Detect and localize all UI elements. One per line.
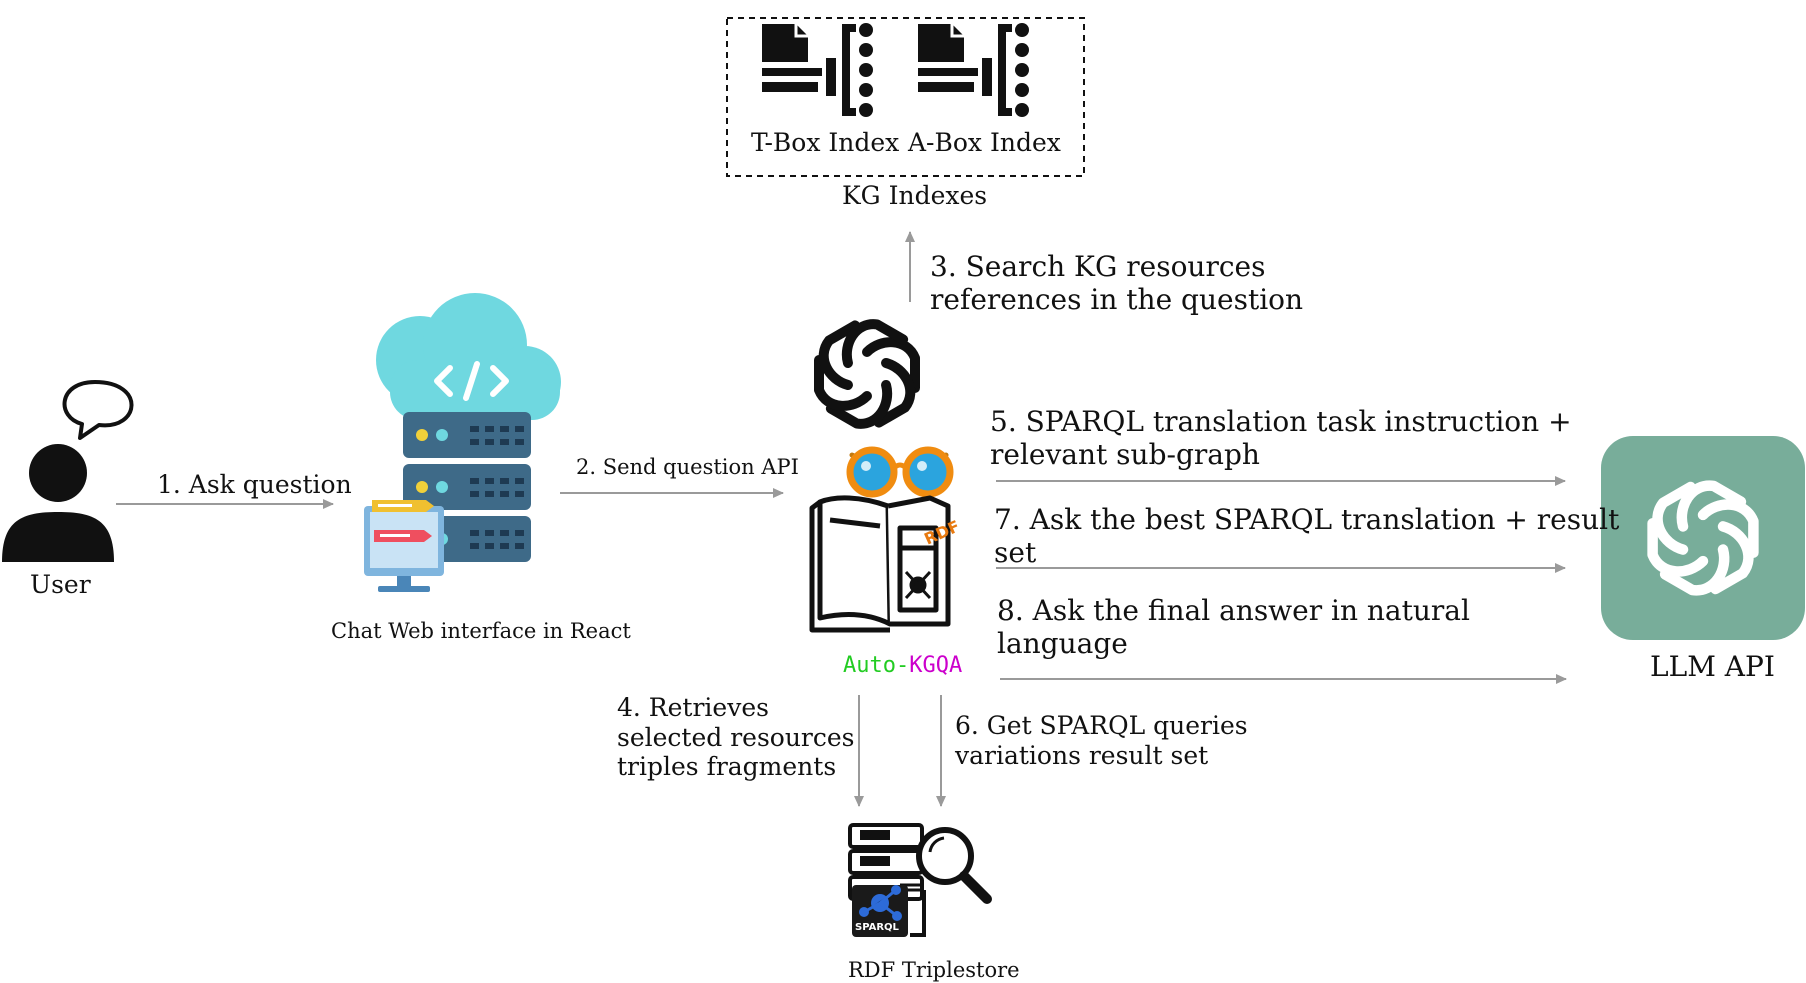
openai-knot-icon xyxy=(815,317,918,432)
edge-7-label: 7. Ask the best SPARQL translation + res… xyxy=(994,503,1619,569)
edge-8-label: 8. Ask the final answer in natural langu… xyxy=(997,594,1470,660)
edge-6-label: 6. Get SPARQL queries variations result … xyxy=(955,711,1248,770)
edge-8-line2: language xyxy=(997,627,1128,661)
edge-4-line3: triples fragments xyxy=(617,752,837,781)
edge-3-label: 3. Search KG resources references in the… xyxy=(930,250,1303,316)
edge-4-line1: 4. Retrieves xyxy=(617,693,769,722)
auto-kgqa-name: KGQA xyxy=(909,653,963,678)
edge-5-line2: relevant sub-graph xyxy=(990,438,1260,472)
edge-3-line1: 3. Search KG resources xyxy=(930,250,1266,283)
edge-7-line2: set xyxy=(994,536,1037,570)
rdf-triplestore-label: RDF Triplestore xyxy=(848,958,1020,982)
llm-api-tile xyxy=(1601,436,1805,640)
edge-6-line1: 6. Get SPARQL queries xyxy=(955,711,1248,740)
auto-kgqa-prefix: Auto- xyxy=(843,653,910,678)
edge-4-label: 4. Retrieves selected resources triples … xyxy=(617,693,855,782)
kg-indexes-caption: KG Indexes xyxy=(842,181,988,210)
chat-web-interface-label: Chat Web interface in React xyxy=(331,619,631,643)
auto-kgqa-icon xyxy=(809,317,954,633)
flow-arrows xyxy=(116,231,1567,807)
user-icon xyxy=(2,380,134,562)
edge-6-line2: variations result set xyxy=(955,740,1209,770)
code-icon xyxy=(434,361,509,401)
edge-8-line1: 8. Ask the final answer in natural xyxy=(997,594,1470,627)
tbox-index-icon xyxy=(760,21,875,119)
monitor-icon xyxy=(364,500,444,592)
tbox-index-label: T-Box Index xyxy=(751,128,900,157)
edge-1-label: 1. Ask question xyxy=(157,470,352,499)
llm-api-icon xyxy=(1601,436,1805,640)
edge-7-line1: 7. Ask the best SPARQL translation + res… xyxy=(994,503,1620,536)
cloud-icon xyxy=(376,293,561,420)
abox-index-label: A-Box Index xyxy=(908,128,1061,157)
kg-indexes-group xyxy=(726,17,1085,177)
book-icon xyxy=(809,495,951,633)
abox-index-icon xyxy=(916,21,1031,119)
edge-2-label: 2. Send question API xyxy=(576,455,799,479)
edge-5-label: 5. SPARQL translation task instruction +… xyxy=(990,405,1572,471)
glasses-icon xyxy=(846,446,954,498)
magnifier-icon xyxy=(916,827,992,904)
user-label: User xyxy=(30,570,91,599)
chat-web-interface-icon xyxy=(364,293,561,592)
rdf-triplestore-icon xyxy=(848,823,992,937)
llm-api-label: LLM API xyxy=(1650,650,1775,683)
edge-3-line2: references in the question xyxy=(930,283,1304,317)
sparql-logo-text: SPARQL xyxy=(855,922,899,933)
kg-indexes-box xyxy=(726,17,1085,177)
auto-kgqa-label: Auto-KGQA xyxy=(843,653,962,679)
edge-5-line1: 5. SPARQL translation task instruction + xyxy=(990,405,1572,438)
edge-4-line2: selected resources xyxy=(617,722,855,752)
